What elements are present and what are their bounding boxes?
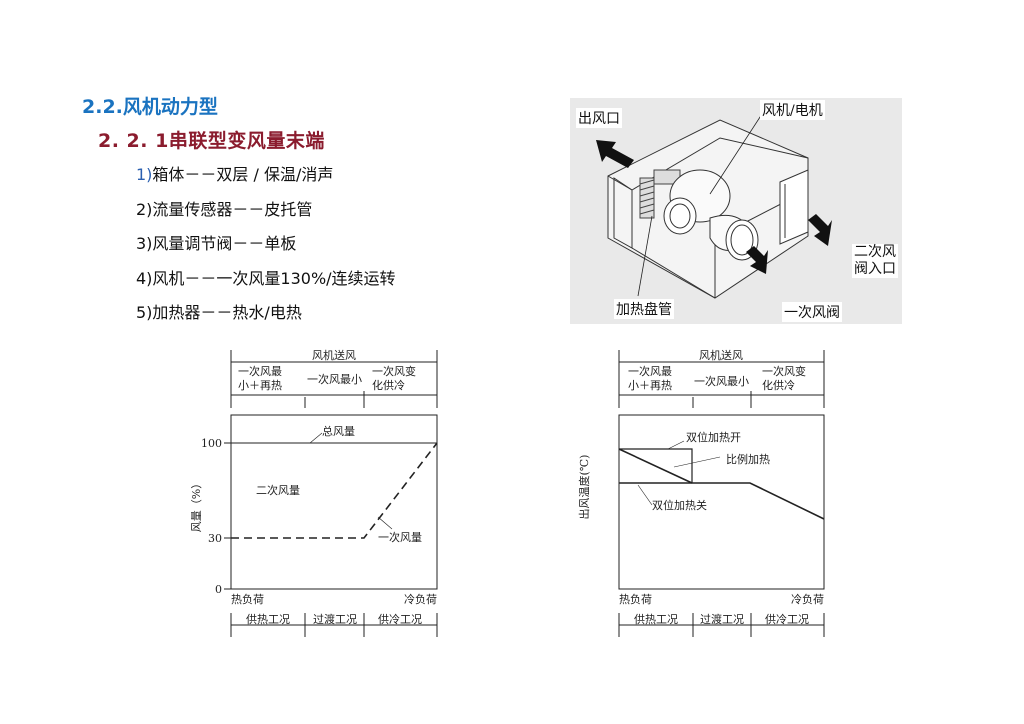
header-cell-1b: 小＋再热 [628, 379, 672, 392]
list-text: 风量调节阀－－单板 [152, 234, 297, 253]
list-text: 流量传感器－－皮托管 [152, 199, 313, 219]
x-label-left: 热负荷 [231, 592, 264, 606]
list-text: 风机－－一次风量130%/连续运转 [152, 268, 396, 288]
annotation-off: 双位加热关 [652, 498, 707, 512]
header-cell-3b: 化供冷 [372, 378, 405, 392]
footer-cell-2: 过渡工况 [700, 612, 744, 626]
header-cell-3a: 一次风变 [762, 364, 806, 378]
section-heading: 2.2.风机动力型 [82, 96, 218, 118]
footer-cell-1: 供热工况 [634, 612, 678, 626]
airflow-chart: 风机送风 一次风最 小＋再热 一次风最小 一次风变 化供冷 100 30 0 风… [190, 348, 438, 637]
annotation-primary: 一次风量 [378, 530, 422, 544]
label-secondary-inlet: 二次风阀入口 [852, 244, 898, 278]
header-cell-1a: 一次风最 [238, 364, 282, 378]
list-number: 3) [136, 234, 153, 253]
label-fan-motor: 风机/电机 [760, 100, 825, 120]
x-label-right: 冷负荷 [791, 592, 824, 606]
list-item: 4)风机－－一次风量130%/连续运转 [136, 266, 396, 301]
list-number: 1) [136, 165, 153, 184]
feature-list: 1)箱体－－双层 / 保温/消声 2)流量传感器－－皮托管 3)风量调节阀－－单… [136, 162, 396, 335]
list-item: 1)箱体－－双层 / 保温/消声 [136, 162, 396, 197]
header-cell-2: 一次风最小 [307, 372, 362, 386]
y-axis-label: 出风温度(℃) [577, 455, 591, 520]
list-number: 2) [136, 199, 153, 219]
y-axis-label: 风量（%） [190, 478, 203, 532]
list-number: 4) [136, 268, 153, 288]
header-title: 风机送风 [312, 348, 356, 362]
annotation-proportional: 比例加热 [726, 452, 770, 466]
header-title: 风机送风 [699, 348, 743, 362]
x-label-left: 热负荷 [619, 592, 652, 606]
ytick-30: 30 [208, 532, 222, 545]
vav-box-illustration: 出风口 风机/电机 二次风阀入口 加热盘管 一次风阀 [570, 98, 902, 324]
footer-cell-3: 供冷工况 [765, 612, 809, 626]
subsection-heading: 2. 2. 1串联型变风量末端 [98, 130, 325, 152]
footer-cell-1: 供热工况 [246, 612, 290, 626]
annotation-secondary: 二次风量 [256, 483, 300, 497]
header-cell-1b: 小＋再热 [238, 379, 282, 392]
list-number: 5) [136, 303, 153, 322]
list-text: 加热器－－热水/电热 [152, 303, 302, 322]
footer-cell-2: 过渡工况 [313, 612, 357, 626]
footer-cell-3: 供冷工况 [378, 612, 422, 626]
header-cell-3a: 一次风变 [372, 364, 416, 378]
header-cell-3b: 化供冷 [762, 378, 795, 392]
annotation-total: 总风量 [322, 424, 355, 438]
ytick-100: 100 [201, 437, 222, 450]
annotation-on: 双位加热开 [686, 430, 741, 444]
x-label-right: 冷负荷 [404, 592, 437, 606]
label-heating-coil: 加热盘管 [614, 299, 674, 319]
vav-box-drawing [596, 113, 832, 299]
ytick-0: 0 [215, 583, 222, 596]
temperature-chart: 风机送风 一次风最 小＋再热 一次风最小 一次风变 化供冷 出风温度(℃) 双位… [577, 348, 825, 637]
label-outlet: 出风口 [576, 108, 622, 128]
list-item: 5)加热器－－热水/电热 [136, 300, 396, 335]
header-cell-1a: 一次风最 [628, 364, 672, 378]
list-text: 箱体－－双层 / 保温/消声 [152, 165, 334, 184]
label-primary-damper: 一次风阀 [782, 302, 842, 322]
header-cell-2: 一次风最小 [694, 374, 749, 388]
list-item: 3)风量调节阀－－单板 [136, 231, 396, 266]
list-item: 2)流量传感器－－皮托管 [136, 197, 396, 232]
